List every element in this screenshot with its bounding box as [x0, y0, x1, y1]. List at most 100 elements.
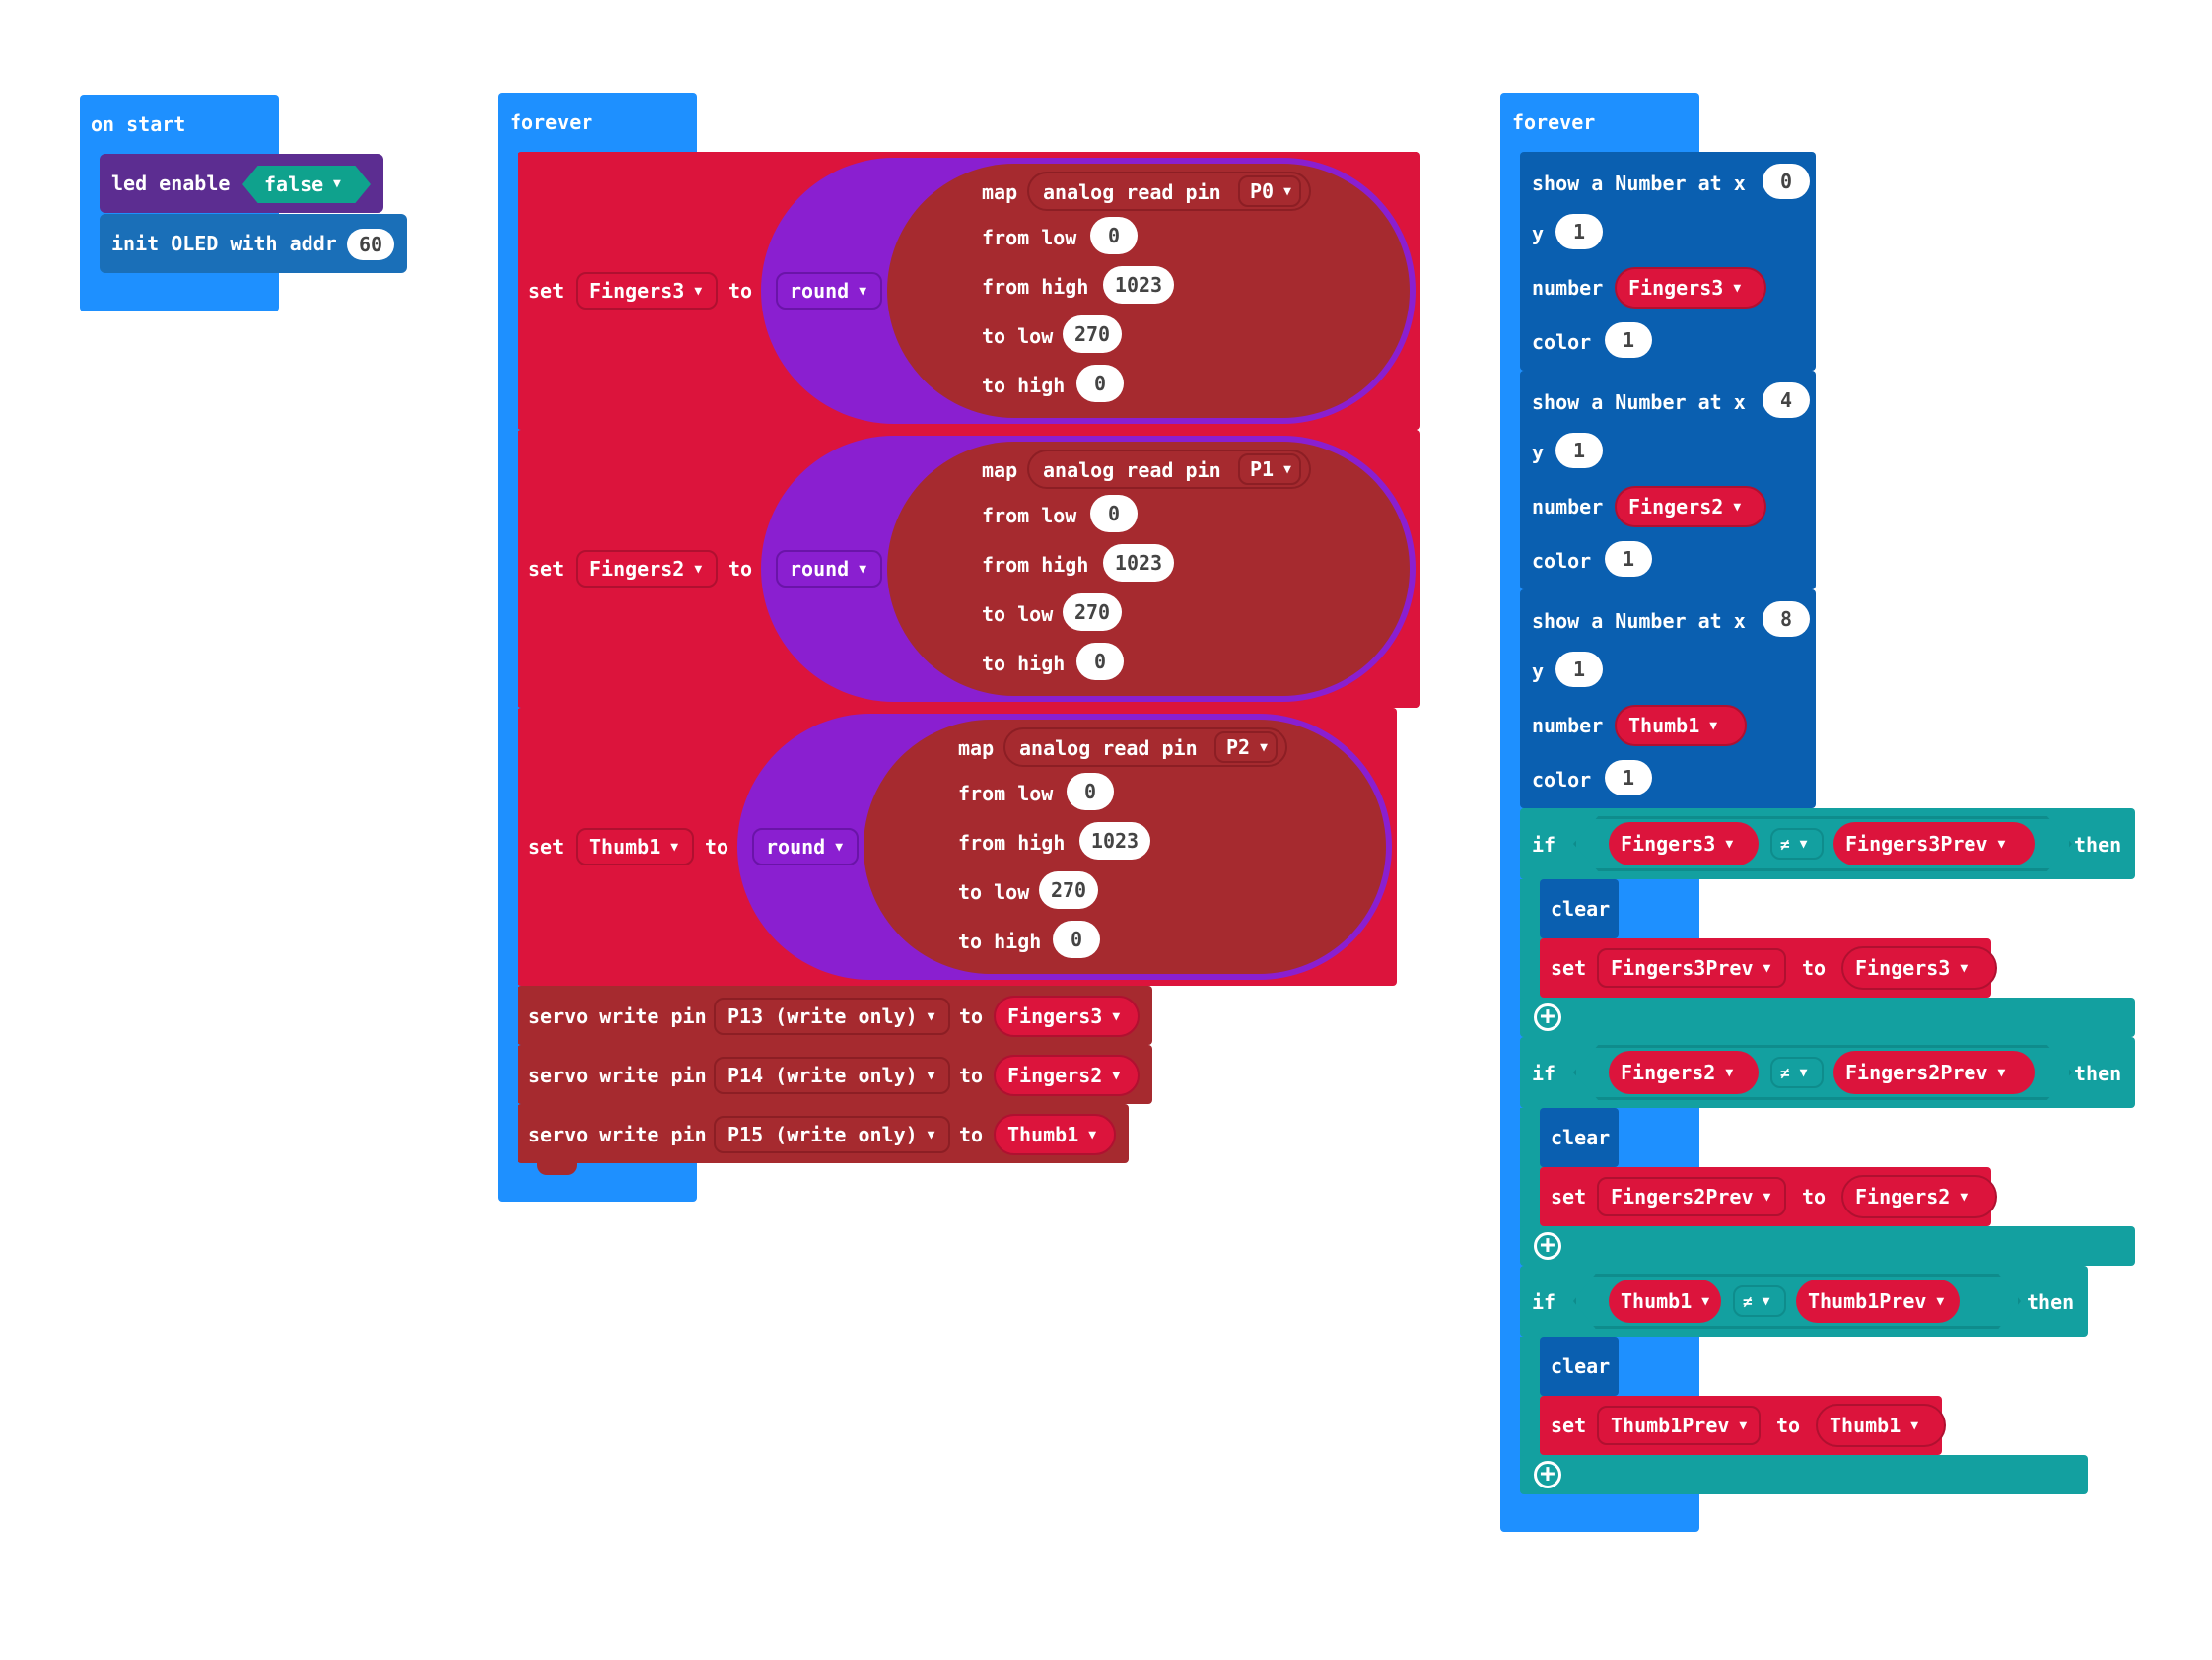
compare-right-dropdown[interactable]: Fingers2Prev▼ — [1833, 1051, 2035, 1094]
x-field[interactable]: 8 — [1763, 601, 1810, 637]
from-low-field[interactable]: 0 — [1090, 217, 1138, 254]
set-variable-name: Fingers2Prev — [1611, 1185, 1754, 1209]
chevron-down-icon: ▼ — [1112, 1008, 1121, 1024]
analog-read-label: analog read pin — [1043, 180, 1221, 204]
number-variable-name: Fingers2 — [1628, 495, 1724, 519]
servo-value-dropdown[interactable]: Thumb1▼ — [994, 1114, 1116, 1155]
number-variable-dropdown[interactable]: Fingers2 ▼ — [1615, 486, 1766, 527]
chevron-down-icon: ▼ — [1799, 1065, 1808, 1080]
servo-value-name: Thumb1 — [1007, 1123, 1079, 1146]
compare-left-dropdown[interactable]: Thumb1▼ — [1609, 1280, 1721, 1323]
set-value-name: Thumb1 — [1830, 1414, 1901, 1437]
analog-pin-dropdown[interactable]: P2▼ — [1214, 731, 1278, 763]
number-label: number — [1532, 714, 1604, 737]
chevron-down-icon: ▼ — [835, 839, 844, 855]
init-oled-label: init OLED with addr — [111, 232, 337, 255]
set-value-dropdown[interactable]: Thumb1 ▼ — [1816, 1404, 1946, 1447]
if-word: if — [1532, 833, 1556, 857]
servo-value-dropdown[interactable]: Fingers2▼ — [994, 1055, 1140, 1096]
compare-operator-dropdown[interactable]: ≠▼ — [1770, 1057, 1824, 1088]
chevron-down-icon: ▼ — [1936, 1293, 1945, 1309]
y-label: y — [1532, 659, 1545, 683]
set-variable-name: Fingers3 — [589, 279, 685, 303]
set-value-dropdown[interactable]: Fingers3▼ — [1841, 946, 1997, 990]
clear-block[interactable] — [1540, 1337, 1619, 1396]
on-start-header: on start — [91, 112, 186, 136]
chevron-down-icon: ▼ — [1283, 461, 1291, 477]
servo-pin-dropdown[interactable]: P13 (write only)▼ — [714, 998, 950, 1035]
map-word: map — [958, 736, 995, 760]
analog-pin-dropdown[interactable]: P0▼ — [1238, 175, 1301, 207]
round-dropdown[interactable]: round▼ — [752, 828, 859, 865]
chevron-down-icon: ▼ — [333, 176, 341, 191]
clear-block[interactable] — [1540, 1108, 1619, 1167]
to-low-field[interactable]: 270 — [1063, 315, 1122, 353]
analog-read-label: analog read pin — [1043, 458, 1221, 482]
analog-pin-name: P1 — [1250, 457, 1275, 481]
chevron-down-icon: ▼ — [1283, 183, 1291, 199]
chevron-down-icon: ▼ — [1910, 1418, 1919, 1433]
to-high-field[interactable]: 0 — [1053, 921, 1100, 958]
set-value-dropdown[interactable]: Fingers2▼ — [1841, 1175, 1997, 1218]
forever-header-1: forever — [510, 110, 593, 134]
round-dropdown[interactable]: round▼ — [776, 272, 882, 310]
to-high-field[interactable]: 0 — [1076, 643, 1124, 680]
not-equal-icon: ≠ — [1743, 1291, 1753, 1311]
compare-operator-dropdown[interactable]: ≠▼ — [1733, 1285, 1786, 1317]
led-enable-value-dropdown[interactable] — [242, 166, 371, 203]
compare-right-dropdown[interactable]: Fingers3Prev▼ — [1833, 822, 2035, 865]
number-variable-dropdown[interactable]: Fingers3▼ — [1615, 267, 1766, 309]
color-field[interactable]: 1 — [1605, 760, 1652, 795]
to-high-field[interactable]: 0 — [1076, 365, 1124, 402]
x-field[interactable]: 0 — [1763, 164, 1810, 199]
color-field[interactable]: 1 — [1605, 541, 1652, 577]
set-variable-dropdown[interactable]: Fingers2Prev▼ — [1597, 1177, 1786, 1216]
compare-left-dropdown[interactable]: Fingers2▼ — [1609, 1051, 1759, 1094]
round-dropdown[interactable]: round▼ — [776, 550, 882, 588]
servo-pin-dropdown[interactable]: P15 (write only)▼ — [714, 1116, 950, 1153]
from-low-field[interactable]: 0 — [1067, 773, 1114, 810]
if-word: if — [1532, 1062, 1556, 1085]
from-high-field[interactable]: 1023 — [1079, 822, 1150, 860]
chevron-down-icon: ▼ — [859, 561, 867, 577]
from-high-field[interactable]: 1023 — [1103, 266, 1174, 304]
from-high-field[interactable]: 1023 — [1103, 544, 1174, 582]
servo-pin-dropdown[interactable]: P14 (write only)▼ — [714, 1057, 950, 1094]
clear-block[interactable] — [1540, 879, 1619, 938]
compare-right-dropdown[interactable]: Thumb1Prev▼ — [1796, 1280, 1960, 1323]
to-word: to — [1802, 956, 1827, 980]
set-variable-dropdown[interactable]: Fingers3▼ — [576, 272, 718, 310]
servo-value-dropdown[interactable]: Fingers3 ▼ — [994, 996, 1140, 1037]
chevron-down-icon: ▼ — [1260, 739, 1268, 755]
clear-label: clear — [1551, 1354, 1611, 1378]
y-field[interactable]: 1 — [1555, 214, 1603, 249]
servo-value-name: Fingers3 — [1007, 1004, 1103, 1028]
number-label: number — [1532, 276, 1604, 300]
compare-left-dropdown[interactable]: Fingers3▼ — [1609, 822, 1759, 865]
x-field[interactable]: 4 — [1763, 382, 1810, 418]
y-field[interactable]: 1 — [1555, 433, 1603, 468]
number-label: number — [1532, 495, 1604, 519]
compare-operator-dropdown[interactable]: ≠▼ — [1770, 828, 1824, 860]
set-variable-dropdown[interactable]: Thumb1Prev▼ — [1597, 1406, 1761, 1445]
y-field[interactable]: 1 — [1555, 652, 1603, 687]
to-low-field[interactable]: 270 — [1063, 593, 1122, 631]
not-equal-icon: ≠ — [1780, 834, 1790, 854]
init-oled-addr-field[interactable]: 60 — [347, 229, 394, 260]
from-low-field[interactable]: 0 — [1090, 495, 1138, 532]
add-else-icon[interactable]: + — [1534, 1003, 1561, 1031]
led-enable-value: false — [264, 173, 324, 196]
from-high-label: from high — [958, 831, 1066, 855]
number-variable-name: Fingers3 — [1628, 276, 1724, 300]
to-low-field[interactable]: 270 — [1039, 871, 1098, 909]
add-else-icon[interactable]: + — [1534, 1461, 1561, 1488]
add-else-icon[interactable]: + — [1534, 1232, 1561, 1260]
color-field[interactable]: 1 — [1605, 322, 1652, 358]
chevron-down-icon: ▼ — [1733, 499, 1742, 515]
set-variable-dropdown[interactable]: Thumb1▼ — [576, 828, 694, 865]
analog-read-label: analog read pin — [1019, 736, 1198, 760]
number-variable-dropdown[interactable]: Thumb1▼ — [1615, 705, 1747, 746]
set-variable-dropdown[interactable]: Fingers2▼ — [576, 550, 718, 588]
analog-pin-dropdown[interactable]: P1 ▼ — [1238, 453, 1301, 485]
set-variable-dropdown[interactable]: Fingers3Prev▼ — [1597, 948, 1786, 988]
